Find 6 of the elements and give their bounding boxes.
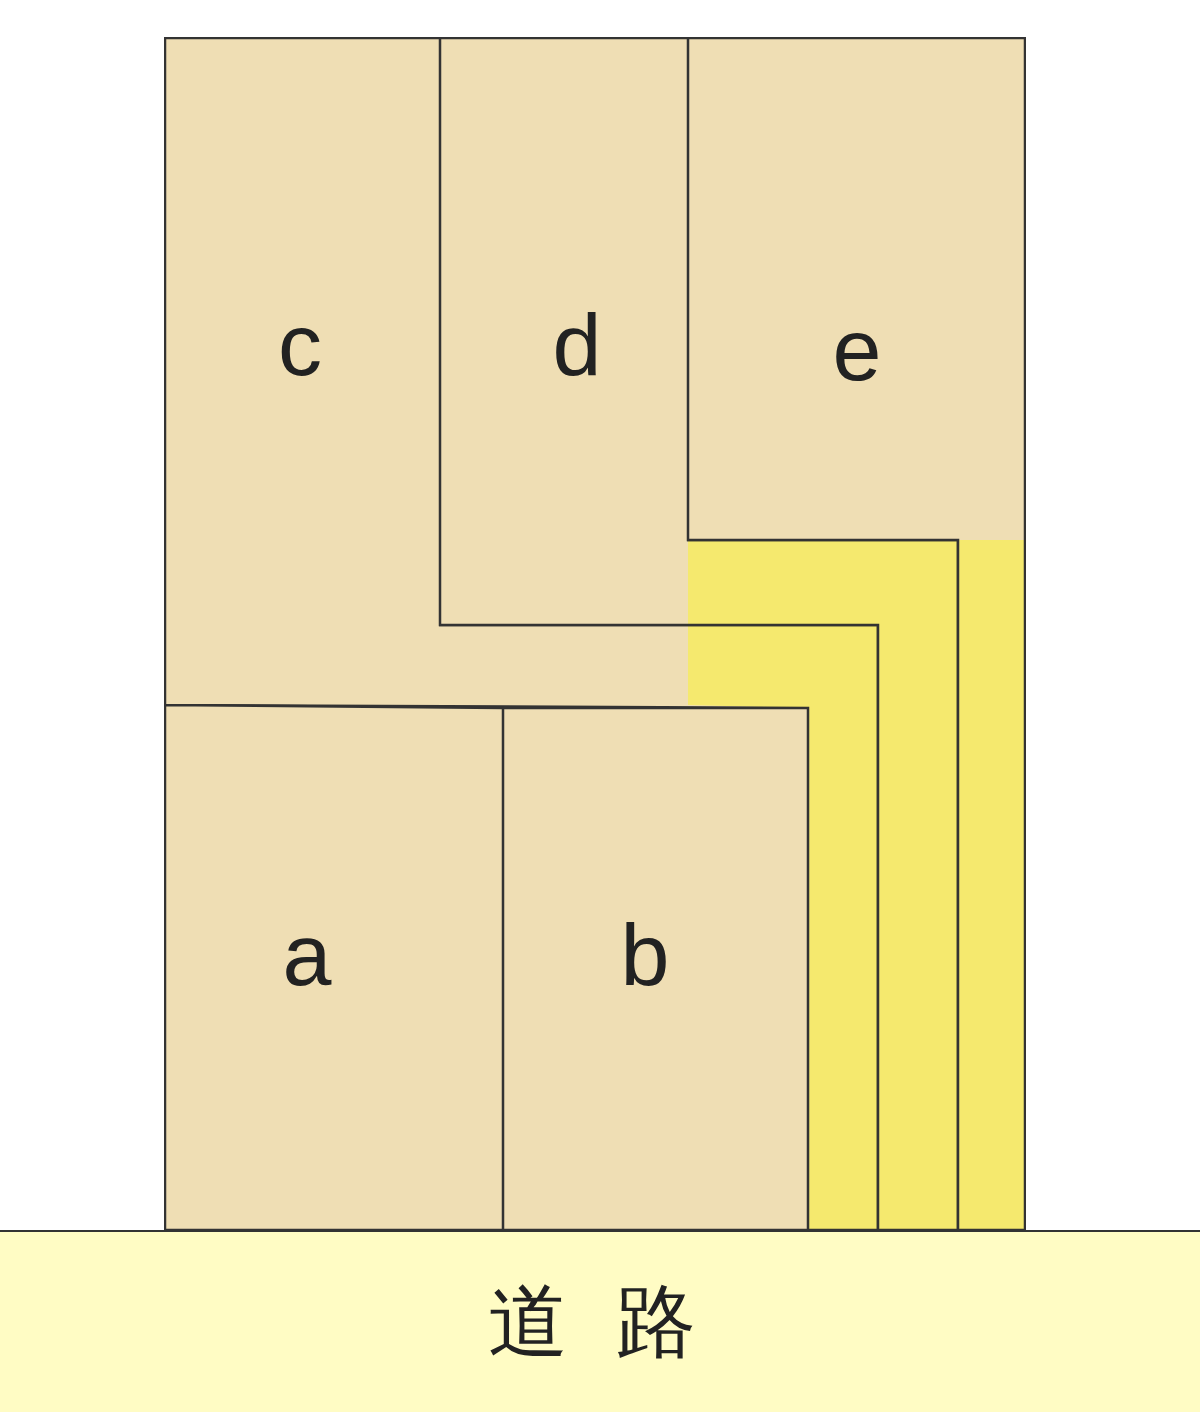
parcel-label: a — [282, 911, 332, 999]
road-label: 道路 — [487, 1282, 744, 1362]
parcel-label: e — [832, 306, 882, 394]
parcel-label: c — [278, 301, 322, 389]
parcel-label: d — [552, 301, 602, 389]
parcel-label: b — [620, 911, 670, 999]
